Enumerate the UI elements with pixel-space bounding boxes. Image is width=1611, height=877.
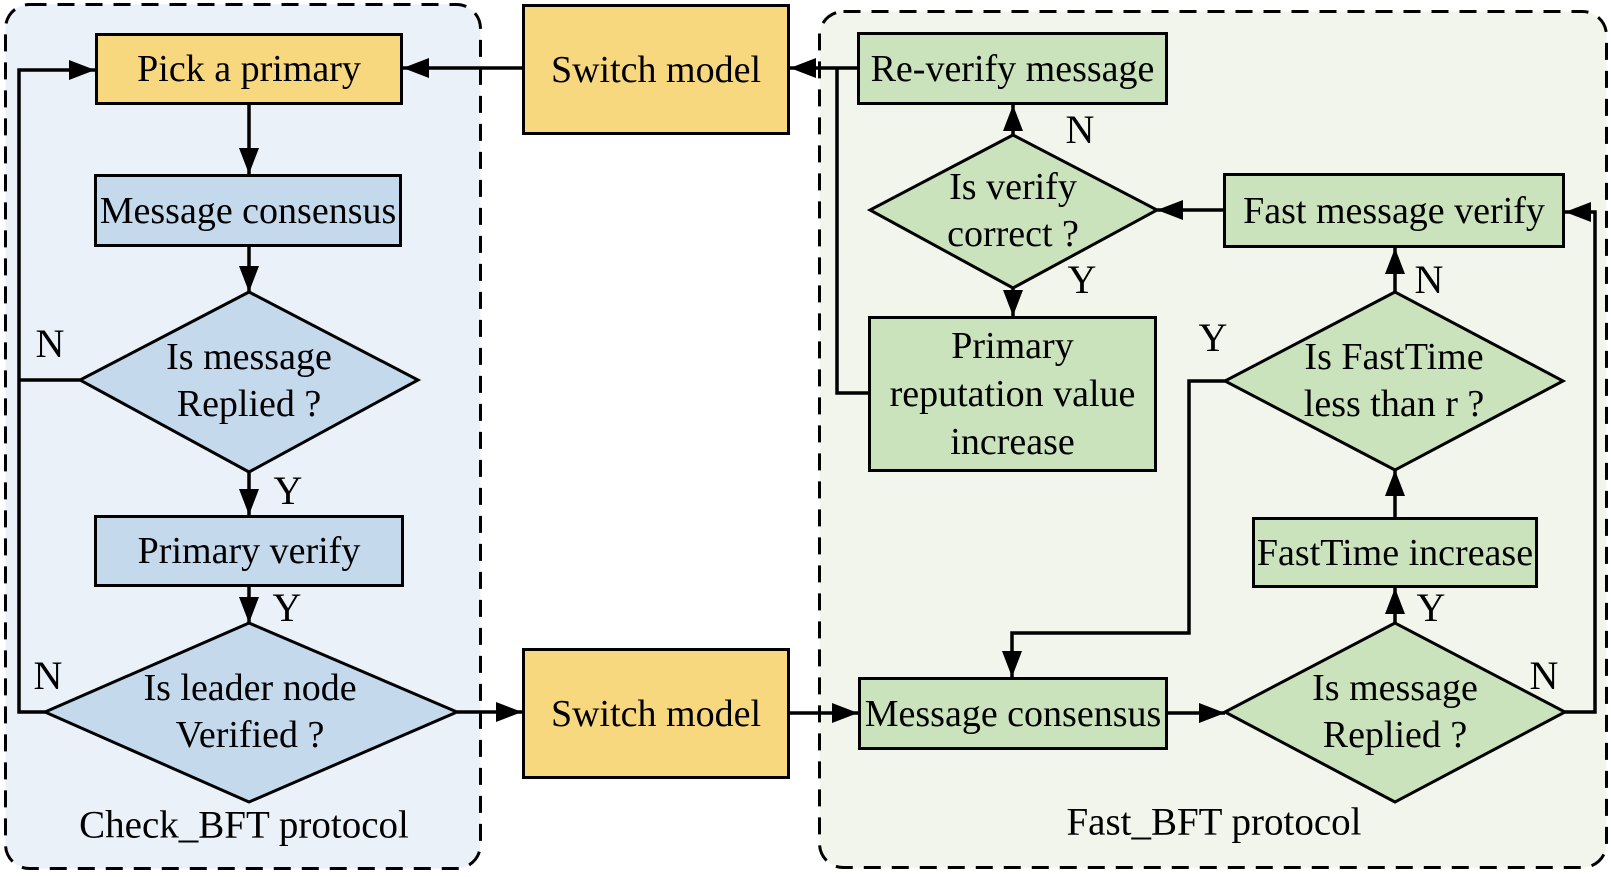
node-message-consensus-right-label: Message consensus (864, 692, 1162, 735)
node-switch-model-bottom: Switch model (522, 648, 790, 779)
node-switch-model-top-label: Switch model (550, 48, 762, 91)
node-primary-verify: Primary verify (94, 515, 404, 587)
diamond-label-is-fasttime-less: Is FastTime less than r ? (1304, 334, 1484, 428)
node-message-consensus-right: Message consensus (858, 677, 1168, 750)
node-pick-a-primary: Pick a primary (95, 33, 403, 105)
diamond-label-is-leader-verified: Is leader node Verified ? (143, 665, 356, 759)
diamond-is-message-replied-right (1221, 621, 1569, 804)
edge-label-leader-y: Y (272, 585, 302, 630)
node-fast-message-verify-label: Fast message verify (1243, 189, 1545, 232)
replied-left-line2: Replied ? (176, 383, 322, 425)
edge-label-replied-left-y: Y (273, 468, 303, 513)
leader-line1: Is leader node (143, 667, 357, 709)
replied-right-line1: Is message (1312, 667, 1478, 709)
node-primary-reputation-line2: reputation value (889, 373, 1136, 415)
correct-line1: Is verify (949, 166, 1077, 208)
caption-check-bft: Check_BFT protocol (79, 803, 409, 847)
edge-label-verify-correct-y: Y (1067, 257, 1097, 302)
fasttime-line1: Is FastTime (1304, 336, 1484, 378)
node-switch-model-top: Switch model (522, 4, 790, 135)
node-message-consensus-left: Message consensus (94, 174, 402, 247)
caption-fast-bft: Fast_BFT protocol (1066, 800, 1362, 844)
edge-label-fasttime-y: Y (1198, 315, 1228, 360)
edge-label-replied-left-n: N (35, 321, 65, 366)
node-fast-message-verify: Fast message verify (1223, 173, 1565, 248)
leader-line2: Verified ? (175, 714, 325, 756)
node-primary-reputation-increase: Primary reputation value increase (868, 316, 1157, 472)
diamond-is-message-replied-left (76, 290, 422, 474)
node-fasttime-increase-label: FastTime increase (1256, 531, 1534, 574)
diamond-is-leader-verified (41, 621, 461, 804)
node-re-verify-message: Re-verify message (857, 32, 1168, 105)
fasttime-line2: less than r ? (1303, 383, 1485, 425)
node-pick-a-primary-label: Pick a primary (137, 48, 361, 90)
edge-reputation-out (835, 68, 868, 395)
edge-label-leader-n: N (33, 653, 63, 698)
replied-right-line2: Replied ? (1322, 714, 1468, 756)
node-switch-model-bottom-label: Switch model (550, 692, 762, 735)
node-primary-reputation-line3: increase (950, 421, 1075, 463)
diamond-label-is-message-replied-right: Is message Replied ? (1312, 665, 1478, 759)
diamond-is-fasttime-less (1221, 290, 1567, 472)
diamond-label-is-verify-correct: Is verify correct ? (947, 164, 1079, 258)
edge-label-verify-correct-n: N (1065, 107, 1095, 152)
node-primary-verify-label: Primary verify (137, 530, 361, 572)
correct-line2: correct ? (947, 213, 1079, 255)
edge-label-replied-right-n: N (1529, 653, 1559, 698)
edge-replied-right-no (1565, 202, 1597, 714)
node-re-verify-message-label: Re-verify message (870, 47, 1155, 90)
node-primary-reputation-line1: Primary (951, 325, 1074, 367)
edge-label-fasttime-n: N (1414, 257, 1444, 302)
edge-fasttime-yes (1002, 379, 1226, 677)
diamond-label-is-message-replied-left: Is message Replied ? (166, 334, 332, 428)
node-message-consensus-left-label: Message consensus (99, 189, 397, 232)
replied-left-line1: Is message (166, 336, 332, 378)
node-fasttime-increase: FastTime increase (1252, 517, 1538, 588)
edge-loop-to-pick-primary (17, 60, 95, 714)
diamond-is-verify-correct (866, 133, 1161, 290)
edge-label-replied-right-y: Y (1416, 585, 1446, 630)
